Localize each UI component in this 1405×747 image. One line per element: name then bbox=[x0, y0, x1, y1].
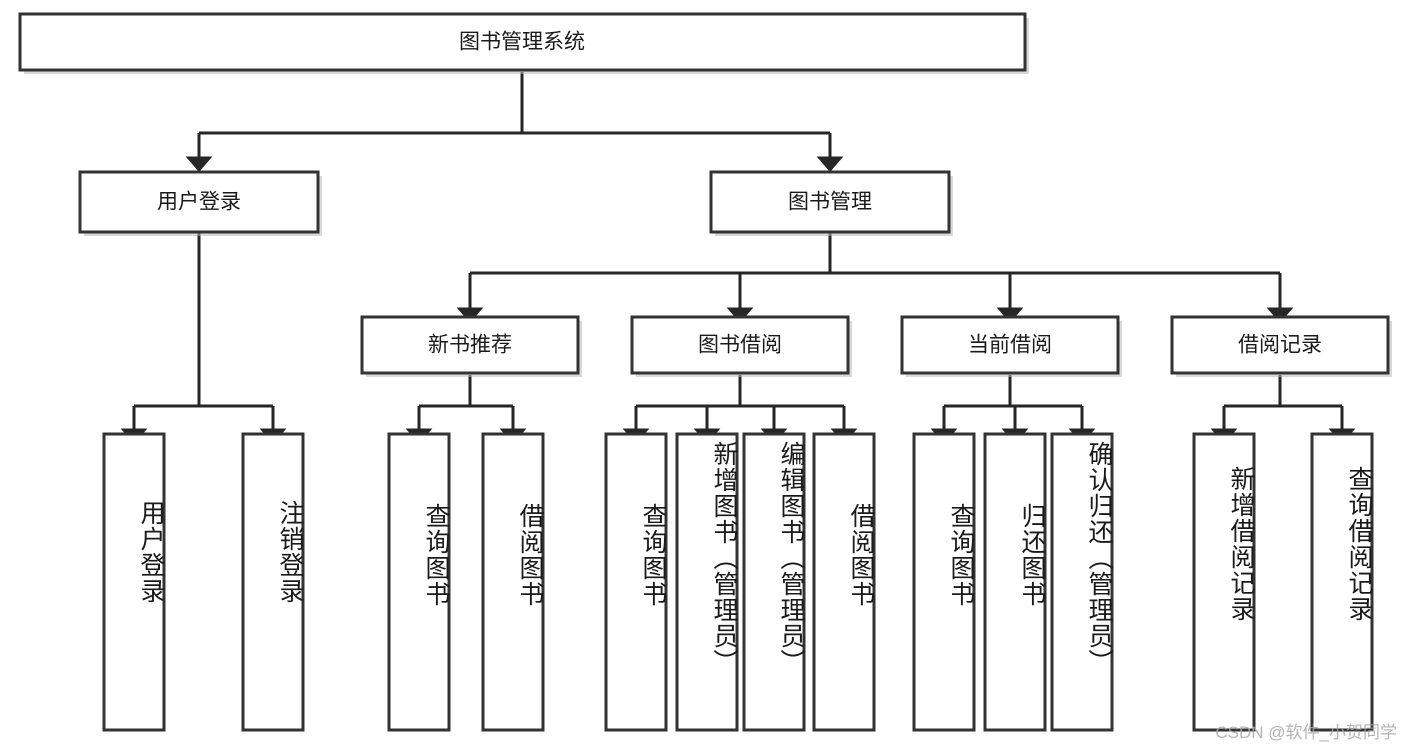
leafbox-confirm-return[interactable] bbox=[1050, 432, 1114, 732]
leafbox-add-record[interactable] bbox=[1192, 432, 1256, 732]
current-borrow-label: 当前借阅 bbox=[968, 334, 1052, 357]
node-borrow-record-box[interactable] bbox=[1170, 315, 1390, 375]
connectors-layer bbox=[120, 72, 1356, 444]
leafbox-logout-login[interactable] bbox=[241, 432, 305, 732]
book-manage-label: 图书管理 bbox=[788, 191, 872, 214]
book-borrow-label: 图书借阅 bbox=[698, 334, 782, 357]
borrow-record-label: 借阅记录 bbox=[1238, 334, 1322, 357]
node-user-login-box[interactable] bbox=[78, 170, 320, 234]
leafbox-borrow-book-1[interactable] bbox=[481, 432, 545, 732]
node-current-borrow-box[interactable] bbox=[900, 315, 1120, 375]
node-book-manage-box[interactable] bbox=[709, 170, 951, 234]
leafbox-query-book-1[interactable] bbox=[387, 432, 451, 732]
labels-layer: 图书管理系统 用户登录 图书管理 新书推荐 图书借阅 当前借阅 借阅记录 bbox=[157, 31, 1322, 357]
user-login-label: 用户登录 bbox=[157, 191, 241, 214]
leafbox-return-book[interactable] bbox=[983, 432, 1047, 732]
new-book-recommend-label: 新书推荐 bbox=[428, 334, 512, 357]
csdn-watermark: CSDN @软件_小贺同学 bbox=[1215, 723, 1397, 742]
leafbox-query-book-3[interactable] bbox=[912, 432, 976, 732]
leafbox-edit-book[interactable] bbox=[742, 432, 806, 732]
leafbox-user-login[interactable] bbox=[102, 432, 166, 732]
node-root-box[interactable] bbox=[18, 12, 1027, 72]
node-new-book-recommend-box[interactable] bbox=[360, 315, 580, 375]
leafbox-borrow-book-2[interactable] bbox=[812, 432, 876, 732]
leafbox-add-book[interactable] bbox=[675, 432, 739, 732]
leafbox-query-record[interactable] bbox=[1310, 432, 1374, 732]
leafbox-query-book-2[interactable] bbox=[604, 432, 668, 732]
node-book-borrow-box[interactable] bbox=[630, 315, 850, 375]
root-node-label: 图书管理系统 bbox=[459, 31, 585, 54]
nodes-layer bbox=[18, 12, 1392, 732]
